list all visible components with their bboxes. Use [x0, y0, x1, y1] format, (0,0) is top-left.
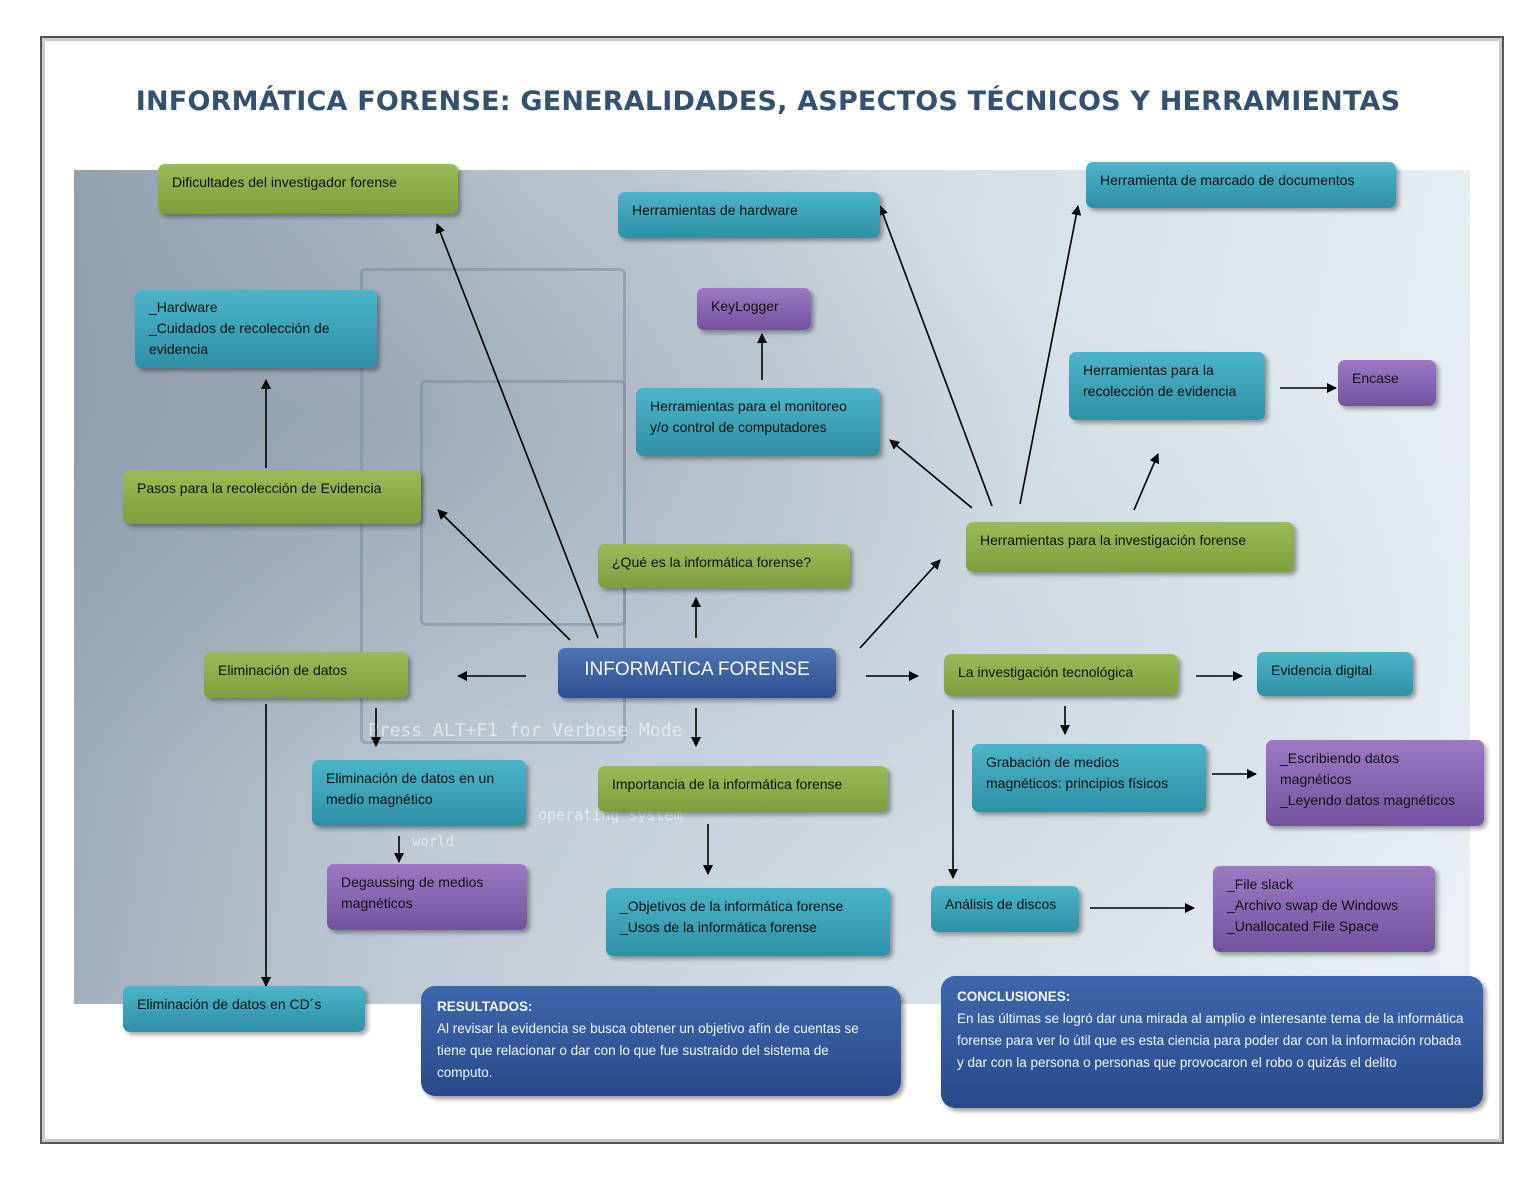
- page-title: INFORMÁTICA FORENSE: GENERALIDADES, ASPE…: [135, 86, 1401, 117]
- arrow: [878, 205, 993, 507]
- node-eliminacion-magnetico: Eliminación de datos en un medio magnéti…: [312, 760, 526, 826]
- node-encase: Encase: [1338, 360, 1436, 406]
- node-analisis-discos: Análisis de discos: [931, 886, 1079, 932]
- arrow: [1019, 205, 1082, 505]
- node-pasos-recoleccion: Pasos para la recolección de Evidencia: [123, 470, 421, 524]
- node-file-slack: _File slack _Archivo swap de Windows _Un…: [1213, 866, 1435, 952]
- background-text: Press ALT+F1 for Verbose Mode: [368, 720, 683, 741]
- node-herramientas-investigacion: Herramientas para la investigación foren…: [966, 522, 1294, 572]
- node-objetivos-usos: _Objetivos de la informática forense _Us…: [606, 888, 890, 956]
- background-text: world: [412, 834, 455, 850]
- resultados-body: Al revisar la evidencia se busca obtener…: [437, 1021, 859, 1080]
- arrow: [435, 223, 599, 639]
- node-degaussing: Degaussing de medios magnéticos: [327, 864, 527, 930]
- node-evidencia-digital: Evidencia digital: [1257, 652, 1413, 696]
- node-herramientas-hardware: Herramientas de hardware: [618, 192, 880, 238]
- node-dificultades: Dificultades del investigador forense: [158, 164, 458, 214]
- arrow: [437, 509, 571, 641]
- arrow: [889, 439, 973, 509]
- resultados-box: RESULTADOS: Al revisar la evidencia se b…: [421, 986, 901, 1096]
- node-eliminacion-datos: Eliminación de datos: [204, 652, 408, 698]
- conclusiones-heading: CONCLUSIONES:: [957, 989, 1071, 1004]
- node-grabacion: Grabación de medios magnéticos: principi…: [972, 744, 1206, 812]
- node-keylogger: KeyLogger: [697, 288, 811, 330]
- node-escribiendo-leyendo: _Escribiendo datos magnéticos _Leyendo d…: [1266, 740, 1484, 826]
- node-hardware-cuidados: _Hardware _Cuidados de recolección de ev…: [135, 290, 377, 368]
- node-herramienta-marcado: Herramienta de marcado de documentos: [1086, 162, 1396, 208]
- node-investigacion-tecnologica: La investigación tecnológica: [944, 654, 1178, 696]
- arrow: [1133, 453, 1160, 511]
- conclusiones-box: CONCLUSIONES: En las últimas se logró da…: [941, 976, 1483, 1108]
- node-eliminacion-cds: Eliminación de datos en CD´s: [123, 986, 365, 1032]
- node-herramientas-monitoreo: Herramientas para el monitoreo y/o contr…: [636, 388, 880, 456]
- node-herramientas-recoleccion: Herramientas para la recolección de evid…: [1069, 352, 1265, 420]
- resultados-heading: RESULTADOS:: [437, 999, 533, 1014]
- node-informatica-forense: INFORMATICA FORENSE: [558, 648, 836, 698]
- background-panel: [420, 380, 626, 626]
- node-que-es: ¿Qué es la informática forense?: [598, 544, 850, 588]
- conclusiones-body: En las últimas se logró dar una mirada a…: [957, 1011, 1464, 1070]
- node-importancia: Importancia de la informática forense: [598, 766, 888, 812]
- arrow: [859, 559, 941, 649]
